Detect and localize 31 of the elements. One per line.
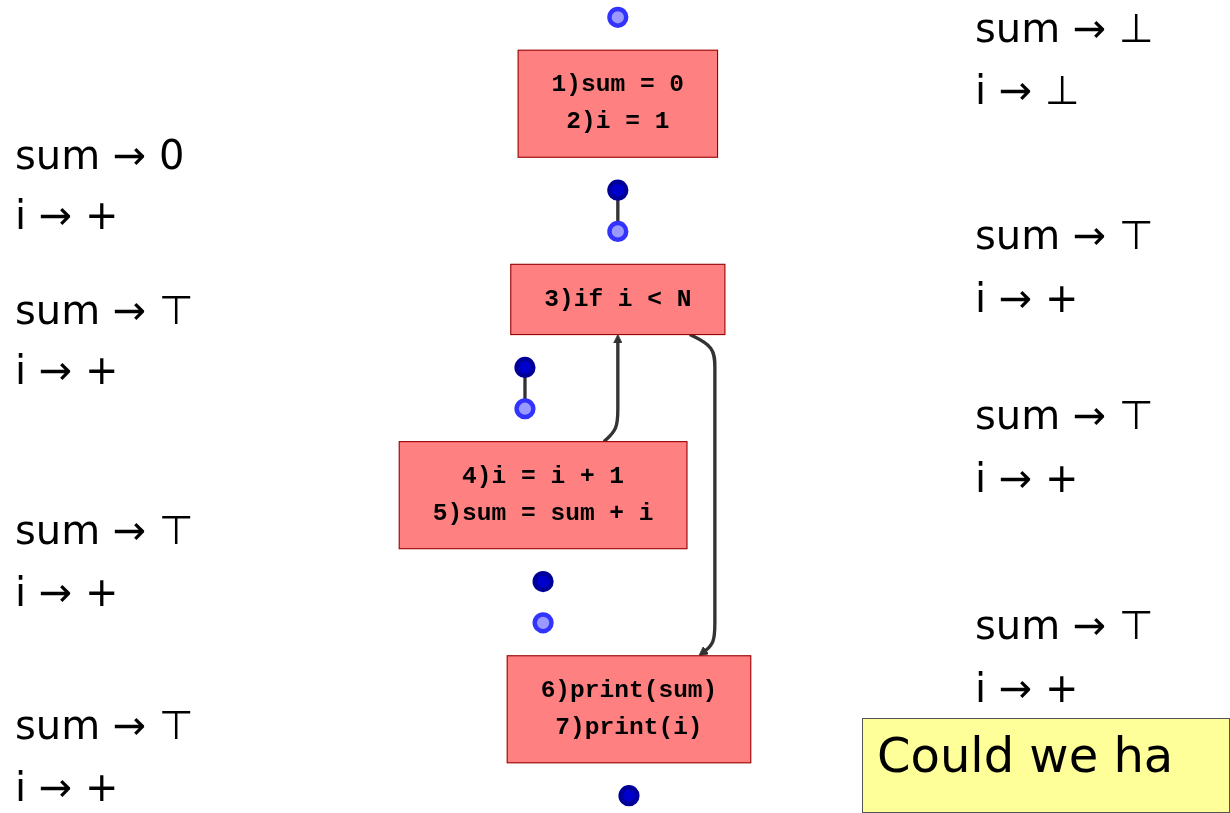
data-flow-fact: i → ⊥: [975, 70, 1080, 110]
arrow: [602, 334, 623, 443]
node-circle: [514, 356, 536, 379]
node-box: 6)print(sum) 7)print(i): [506, 655, 752, 764]
node-circle: [607, 179, 629, 201]
data-flow-fact: sum → ⊤: [975, 605, 1154, 645]
data-flow-fact: sum → ⊥: [975, 8, 1154, 48]
node-circle: [532, 612, 554, 634]
data-flow-fact: sum → ⊤: [15, 290, 194, 330]
data-flow-fact: i → +: [15, 572, 119, 612]
data-flow-fact: i → +: [15, 195, 119, 235]
node-circle: [532, 571, 554, 593]
node-box: 4)i = i + 1 5)sum = sum + i: [398, 441, 688, 550]
data-flow-fact: sum → ⊤: [15, 510, 194, 550]
note-callout: Could we ha: [862, 718, 1230, 813]
data-flow-fact: sum → 0: [15, 135, 185, 175]
node-circle: [607, 6, 629, 28]
data-flow-fact: sum → ⊤: [15, 705, 194, 745]
node-circle: [618, 785, 640, 807]
data-flow-fact: i → +: [975, 278, 1079, 318]
data-flow-fact: i → +: [975, 668, 1079, 708]
node-circle: [514, 398, 536, 420]
data-flow-fact: sum → ⊤: [975, 215, 1154, 255]
data-flow-fact: i → +: [15, 350, 119, 390]
data-flow-fact: i → +: [15, 767, 119, 807]
arrow: [689, 333, 717, 657]
data-flow-fact: sum → ⊤: [975, 395, 1154, 435]
node-box: 3)if i < N: [510, 263, 726, 336]
data-flow-fact: i → +: [975, 458, 1079, 498]
node-box: 1)sum = 0 2)i = 1: [517, 49, 719, 158]
node-circle: [607, 220, 629, 242]
